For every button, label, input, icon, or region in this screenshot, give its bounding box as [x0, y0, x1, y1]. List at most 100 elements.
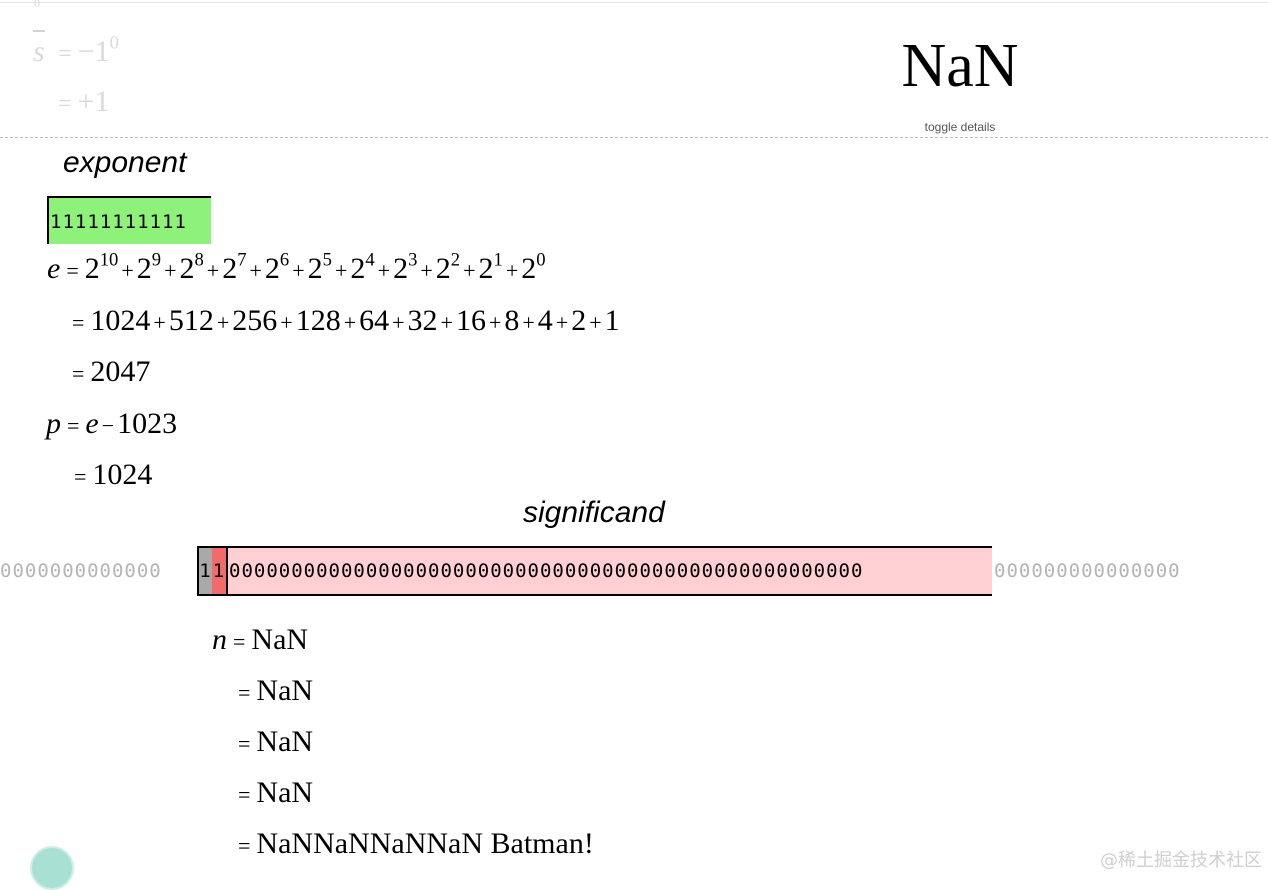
n-line-4: =NaNNaNNaNNaN Batman!: [232, 827, 594, 863]
power-exponent: 1: [493, 249, 503, 271]
power-term: 26: [265, 249, 290, 285]
plus-sign: +: [164, 258, 177, 283]
sign-line1-exp: 0: [109, 32, 119, 54]
power-term: 24: [350, 251, 374, 285]
n-line-3: =NaN: [232, 776, 313, 812]
power-base: 2: [350, 252, 366, 285]
watermark-text: @稀土掘金技术社区: [1100, 850, 1262, 871]
eq-sign: =: [238, 782, 251, 807]
sign-line1-value: −1: [77, 35, 110, 68]
eq-sign: =: [74, 464, 87, 489]
power-base: 2: [521, 252, 537, 285]
powers-expression: 210+29+28+27+26+25+24+23+22+21+20: [84, 249, 546, 285]
values-expression: 1024+512+256+128+64+32+16+8+4+2+1: [90, 304, 619, 337]
n-line-2: =NaN: [232, 725, 313, 761]
sign-line-1: s =−10: [33, 30, 119, 74]
mantissa-bits[interactable]: 0000000000000000000000000000000000000000…: [229, 560, 864, 582]
page-title: NaN: [901, 32, 1019, 100]
eq-sign: =: [66, 258, 79, 283]
significand-left-padding: 0000000000000: [0, 560, 162, 582]
plus-sign: +: [440, 310, 453, 335]
power-exponent: 3: [408, 249, 418, 271]
n-value: NaN: [256, 725, 314, 758]
eq-sign: =: [238, 680, 251, 705]
exponent-values-line: =1024+512+256+128+64+32+16+8+4+2+1: [66, 304, 620, 340]
significand-heading: significand: [523, 496, 665, 529]
plus-sign: +: [505, 258, 519, 283]
n-variable: n: [212, 623, 227, 656]
plus-sign: +: [249, 258, 262, 283]
value-term: 2: [571, 304, 587, 337]
eq-sign: =: [67, 413, 80, 438]
eq-sign: =: [72, 310, 85, 335]
p-variable: p: [46, 407, 61, 440]
plus-sign: +: [488, 310, 502, 335]
section-divider: [0, 137, 1268, 138]
power-base: 2: [478, 252, 494, 285]
value-term: 1024: [90, 304, 151, 337]
value-term: 128: [295, 304, 341, 337]
plus-sign: +: [280, 310, 293, 335]
sign-eq-2: =: [58, 91, 72, 117]
power-exponent: 8: [194, 249, 204, 271]
power-term: 23: [393, 249, 418, 285]
eq-sign: =: [238, 731, 251, 756]
exponent-heading: exponent: [63, 146, 187, 179]
power-term: 27: [222, 251, 246, 285]
value-term: 1: [604, 304, 620, 337]
value-term: 256: [232, 304, 278, 337]
exponent-bits[interactable]: 11111111111: [47, 196, 211, 244]
plus-sign: +: [463, 258, 476, 283]
value-term: 512: [168, 304, 214, 337]
power-term: 22: [435, 251, 460, 285]
value-term: 4: [537, 304, 553, 337]
power-base: 2: [222, 252, 238, 285]
n-value: NaN: [251, 623, 309, 656]
plus-sign: +: [555, 310, 569, 335]
exponent-sum-line: =2047: [66, 355, 150, 391]
plus-sign: +: [206, 258, 220, 283]
significand-right-padding: 000000000000000: [994, 560, 1181, 582]
e-variable-ref: e: [85, 407, 99, 440]
plus-sign: +: [522, 310, 535, 335]
power-exponent: 5: [322, 249, 332, 271]
sign-line2-value: +1: [77, 85, 110, 118]
power-term: 25: [308, 249, 332, 285]
sign-variable: s: [33, 30, 45, 72]
eq-sign: =: [233, 629, 246, 654]
power-base: 2: [84, 252, 100, 285]
n-value: NaN: [256, 776, 314, 809]
toggle-details-link[interactable]: toggle details: [924, 120, 996, 134]
n-value: NaNNaNNaNNaN Batman!: [256, 827, 594, 860]
plus-sign: +: [377, 258, 391, 283]
eq-sign: =: [238, 833, 251, 858]
power-term: 28: [179, 249, 204, 285]
exponent-powers-line: e=210+29+28+27+26+25+24+23+22+21+20: [47, 249, 546, 288]
n-line-1: =NaN: [232, 674, 313, 710]
plus-sign: +: [121, 258, 134, 283]
power-exponent: 6: [279, 249, 290, 271]
plus-sign: +: [334, 258, 348, 283]
floating-helper-button[interactable]: [30, 846, 74, 890]
sign-eq-1: =: [58, 41, 72, 67]
power-base: 2: [179, 252, 195, 285]
power-result-line: =1024: [68, 458, 152, 494]
power-term: 20: [521, 249, 546, 285]
value-term: 32: [407, 304, 438, 337]
value-term: 8: [504, 304, 520, 337]
hidden-bit: 1: [199, 548, 212, 594]
plus-sign: +: [153, 310, 166, 335]
power-line: p=e−1023: [46, 407, 177, 443]
quiet-bit[interactable]: 1: [212, 548, 228, 594]
power-base: 2: [393, 252, 409, 285]
power-base: 2: [435, 252, 451, 285]
plus-sign: +: [343, 310, 357, 335]
power-exponent: 0: [536, 249, 546, 271]
power-term: 21: [478, 249, 503, 285]
exponent-sum: 2047: [90, 355, 151, 388]
power-value: 1024: [92, 458, 153, 491]
power-term: 29: [137, 251, 161, 285]
plus-sign: +: [292, 258, 305, 283]
value-term: 64: [359, 304, 390, 337]
